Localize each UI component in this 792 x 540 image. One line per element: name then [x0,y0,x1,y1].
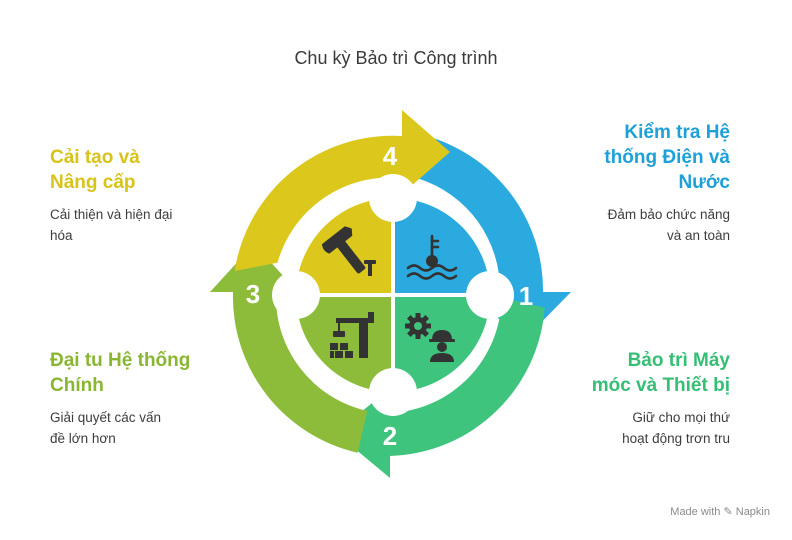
quadrant-1 [393,198,490,295]
stage-4-description: Cải thiện và hiện đại hóa [50,207,173,243]
stage-3-description: Giải quyết các vấn đề lớn hơn [50,410,162,446]
stage-1-title: Kiểm tra Hệ thống Điện và Nước [604,122,730,193]
gear-worker-icon [405,313,455,362]
cycle-arrow-4 [234,110,450,271]
cycle-arrow-2 [336,297,545,478]
stage-4-title: Cải tạo và Nâng cấp [50,147,140,193]
stage-1-number: 1 [519,281,533,311]
hammer-nail-icon [322,226,376,276]
stage-3-number: 3 [246,279,260,309]
stage-3-title: Đại tu Hệ thống Chính [50,350,191,396]
stage-1-description: Đảm bảo chức năng và an toàn [607,207,730,243]
napkin-brand: Made with ✎ Napkin [670,506,770,518]
diagram-title: Chu kỳ Bảo trì Công trình [294,48,498,68]
cycle-arrow-1 [418,137,571,342]
stage-4-number: 4 [383,141,398,171]
thermometer-water-icon [406,234,458,280]
cycle-arrow-3 [210,244,368,453]
stage-2-description: Giữ cho mọi thứ hoạt động trơn tru [622,410,730,446]
stage-2-number: 2 [383,421,397,451]
stage-2-title: Bảo trì Máy móc và Thiết bị [591,350,730,396]
crane-icon [330,312,374,358]
